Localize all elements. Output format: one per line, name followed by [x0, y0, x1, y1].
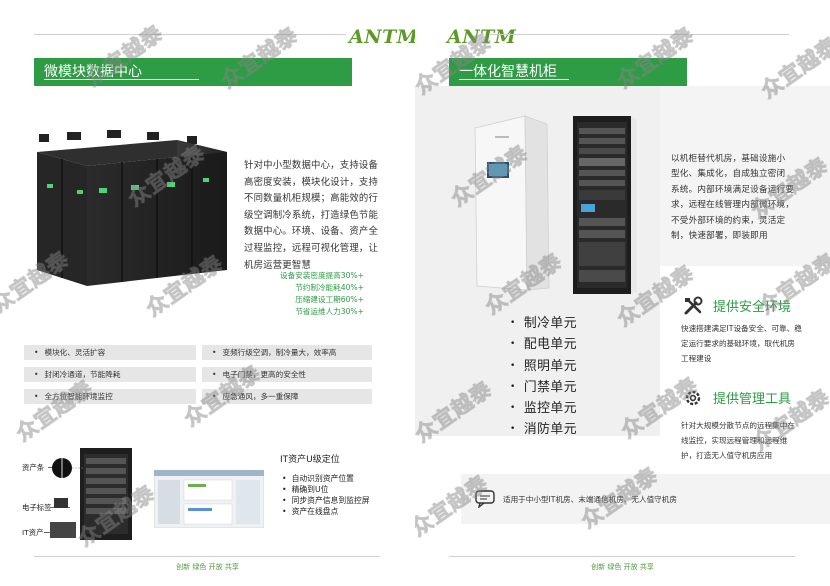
- unit-item: •配电单元: [510, 337, 577, 353]
- it-asset-item: • 精确到U位: [282, 485, 329, 494]
- footer-divider: [449, 556, 795, 557]
- unit-list: •制冷单元 •配电单元 •照明单元 •门禁单元 •监控单元 •消防单元: [510, 313, 577, 441]
- footer-slogan: 创新 绿色 开放 共享: [176, 563, 239, 571]
- management-title: 提供管理工具: [713, 392, 792, 407]
- intro-text: 针对中小型数据中心，支持设备 高密度安装，模块化设计，支持 不同数量机柜规模；高…: [244, 158, 380, 274]
- footer-slogan: 创新 绿色 开放 共享: [591, 563, 654, 571]
- safety-title: 提供安全环境: [713, 300, 792, 315]
- safety-line: 快速搭建满足IT设备安全、可靠、稳: [681, 324, 802, 333]
- management-line: 护，打造无人值守机房应用: [681, 451, 773, 460]
- it-asset-item: • 资产在线盘点: [282, 507, 339, 516]
- title-underline: [44, 79, 199, 80]
- asset-strip-label: 资产条: [22, 463, 45, 472]
- management-line: 线监控，实现远程管理和远程维: [681, 436, 788, 445]
- intro-line: 型化、集成化，自成独立密闭: [671, 169, 786, 180]
- section-title: 一体化智慧机柜: [459, 64, 557, 80]
- intro-line: 不受外部环境的约束，灵活定: [671, 215, 786, 226]
- smart-cabinet-image: [474, 115, 637, 294]
- application-text: 适用于中小型IT机房、末端通信机房、无人值守机房: [503, 495, 677, 504]
- unit-item: •监控单元: [510, 401, 577, 417]
- it-asset-item: • 同步资产信息到监控屏: [282, 496, 370, 505]
- right-page: ANTM 一体化智慧机柜 以机柜替代机房，基础设施小 型化、集成化，自成独立密闭: [415, 0, 830, 586]
- it-asset-item: • 自动识别资产位置: [282, 474, 354, 483]
- intro-line: 求，远程在线管理内部微环境，: [671, 200, 795, 211]
- section-title: 微模块数据中心: [44, 64, 142, 80]
- section-title-bar: 一体化智慧机柜: [449, 58, 687, 86]
- product-backdrop-right: [660, 86, 830, 266]
- intro-line: 制，快速部署，即装即用: [671, 231, 768, 242]
- safety-line: 工程建设: [681, 354, 712, 363]
- management-text: 针对大规模分散节点的远程集中在 线监控，实现远程管理和远程维 护，打造无人值守机…: [681, 418, 829, 463]
- unit-item: •门禁单元: [510, 379, 577, 395]
- safety-line: 定运行要求的基础环境，取代机房: [681, 339, 795, 348]
- it-asset-title: IT资产U级定位: [280, 455, 340, 465]
- feature-item: •应急通风，多一重保障: [202, 389, 372, 404]
- footer-divider: [34, 556, 380, 557]
- management-line: 针对大规模分散节点的远程集中在: [681, 421, 795, 430]
- stat-labor: 节省运维人力30%+: [295, 307, 364, 316]
- intro-line: 数据中心。环境、设备、资产全: [244, 226, 379, 238]
- e-tag-label: 电子标签: [22, 503, 52, 512]
- micro-module-cabinet-image: [37, 130, 227, 286]
- unit-item: •照明单元: [510, 358, 577, 374]
- intro-text: 以机柜替代机房，基础设施小 型化、集成化，自成独立密闭 系统。内部环境满足设备运…: [671, 152, 801, 244]
- section-title-bar: 微模块数据中心: [34, 58, 352, 86]
- feature-item: •电子门禁，更高的安全性: [202, 367, 372, 382]
- intro-line: 高密度安装，模块化设计，支持: [244, 176, 379, 188]
- stat-cooling: 节约制冷能耗40%+: [295, 283, 364, 292]
- stat-schedule: 压缩建设工期60%+: [295, 295, 364, 304]
- antm-logo: ANTM: [349, 26, 415, 48]
- intro-line: 不同数量机柜规模；高能效的行: [244, 193, 379, 205]
- header-divider: [34, 34, 346, 35]
- safety-text: 快速搭建满足IT设备安全、可靠、稳 定运行要求的基础环境，取代机房 工程建设: [681, 321, 829, 366]
- watermark: 众宜越泰: [11, 375, 98, 446]
- intro-line: 过程监控，远程可视化管理，让: [244, 242, 379, 254]
- tools-icon: [684, 296, 703, 315]
- application-banner: 适用于中小型IT机房、末端通信机房、无人值守机房: [461, 474, 830, 524]
- intro-line: 机房运营更智慧: [244, 259, 312, 271]
- intro-line: 级空调制冷系统，打造绿色节能: [244, 209, 379, 221]
- feature-item: •全方位智能环境监控: [24, 389, 196, 404]
- unit-item: •消防单元: [510, 422, 577, 438]
- unit-item: •制冷单元: [510, 316, 577, 331]
- chat-icon: [475, 490, 495, 508]
- intro-line: 系统。内部环境满足设备运行要: [671, 184, 795, 195]
- feature-item: •变频行级空调，制冷量大，效率高: [202, 345, 372, 360]
- feature-item: •模块化、灵活扩容: [24, 345, 196, 360]
- left-page: ANTM 微模块数据中心: [0, 20, 415, 571]
- header-divider: [489, 34, 789, 35]
- feature-item: •封闭冷通道，节能降耗: [24, 367, 196, 382]
- rack-asset-diagram: [50, 448, 132, 540]
- stat-density: 设备安装密度提高30%+: [280, 271, 364, 280]
- antm-logo: ANTM: [447, 26, 517, 48]
- title-underline: [459, 79, 569, 80]
- intro-line: 以机柜替代机房，基础设施小: [671, 154, 786, 164]
- monitoring-screen-image: [154, 470, 264, 528]
- gear-icon: [685, 390, 701, 406]
- it-asset-label: IT资产: [22, 528, 44, 537]
- intro-line: 针对中小型数据中心，支持设备: [244, 160, 379, 171]
